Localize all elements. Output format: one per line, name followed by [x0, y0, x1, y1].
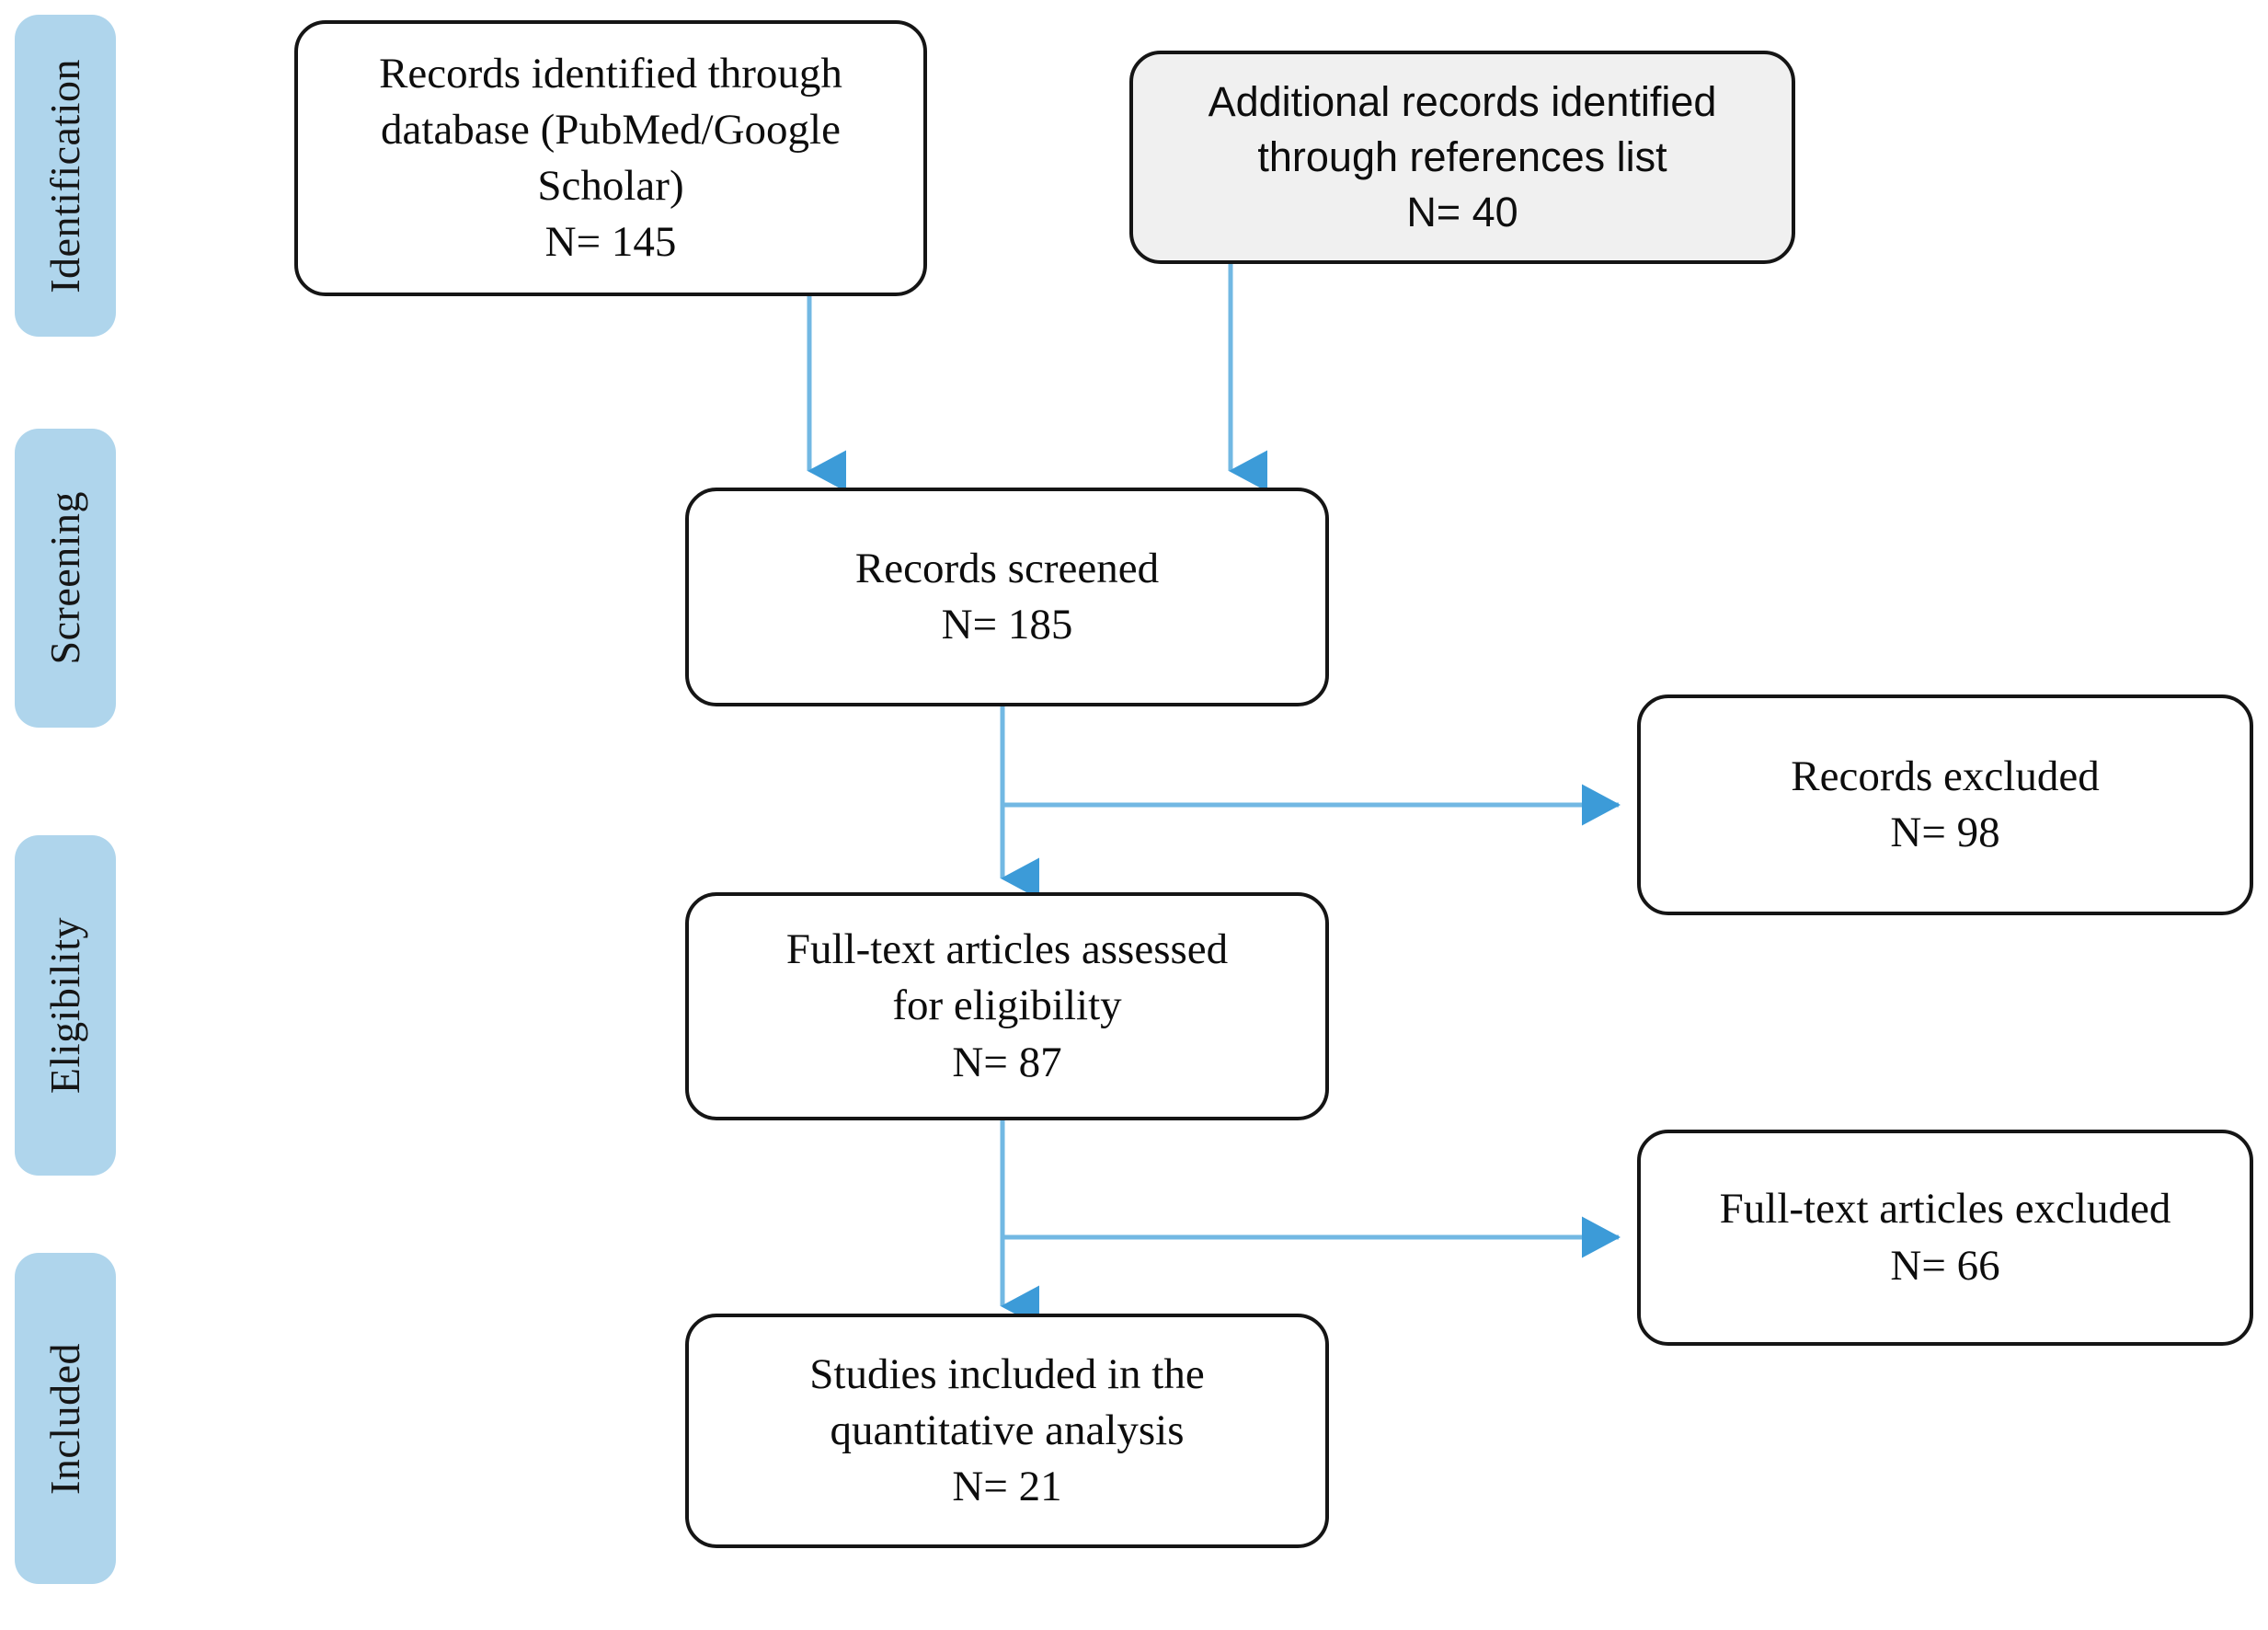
- box-studies-included: Studies included in the quantitative ana…: [685, 1314, 1329, 1548]
- box-records-excluded: Records excluded N= 98: [1637, 694, 2253, 915]
- box-records-screened: Records screened N= 185: [685, 488, 1329, 706]
- box-fulltext-assessed: Full-text articles assessed for eligibil…: [685, 892, 1329, 1120]
- box-additional-records: Additional records identified through re…: [1129, 51, 1795, 264]
- stage-label-identification: Identification: [41, 58, 88, 293]
- stage-bar-included: Included: [15, 1253, 116, 1584]
- box-fulltext-assessed-text: Full-text articles assessed for eligibil…: [785, 925, 1229, 1086]
- stage-bar-screening: Screening: [15, 429, 116, 728]
- box-additional-records-text: Additional records identified through re…: [1208, 77, 1717, 236]
- box-studies-included-text: Studies included in the quantitative ana…: [809, 1349, 1205, 1511]
- box-records-excluded-text: Records excluded N= 98: [1791, 752, 2100, 856]
- stage-label-included: Included: [41, 1342, 88, 1495]
- stage-label-eligibility: Eligibility: [41, 916, 88, 1095]
- stage-bar-identification: Identification: [15, 15, 116, 337]
- box-fulltext-excluded: Full-text articles excluded N= 66: [1637, 1130, 2253, 1346]
- stage-label-screening: Screening: [41, 491, 88, 665]
- stage-bar-eligibility: Eligibility: [15, 835, 116, 1176]
- box-fulltext-excluded-text: Full-text articles excluded N= 66: [1719, 1185, 2171, 1290]
- box-records-identified-text: Records identified through database (Pub…: [379, 49, 842, 267]
- box-records-identified: Records identified through database (Pub…: [294, 20, 927, 296]
- box-records-screened-text: Records screened N= 185: [854, 544, 1160, 649]
